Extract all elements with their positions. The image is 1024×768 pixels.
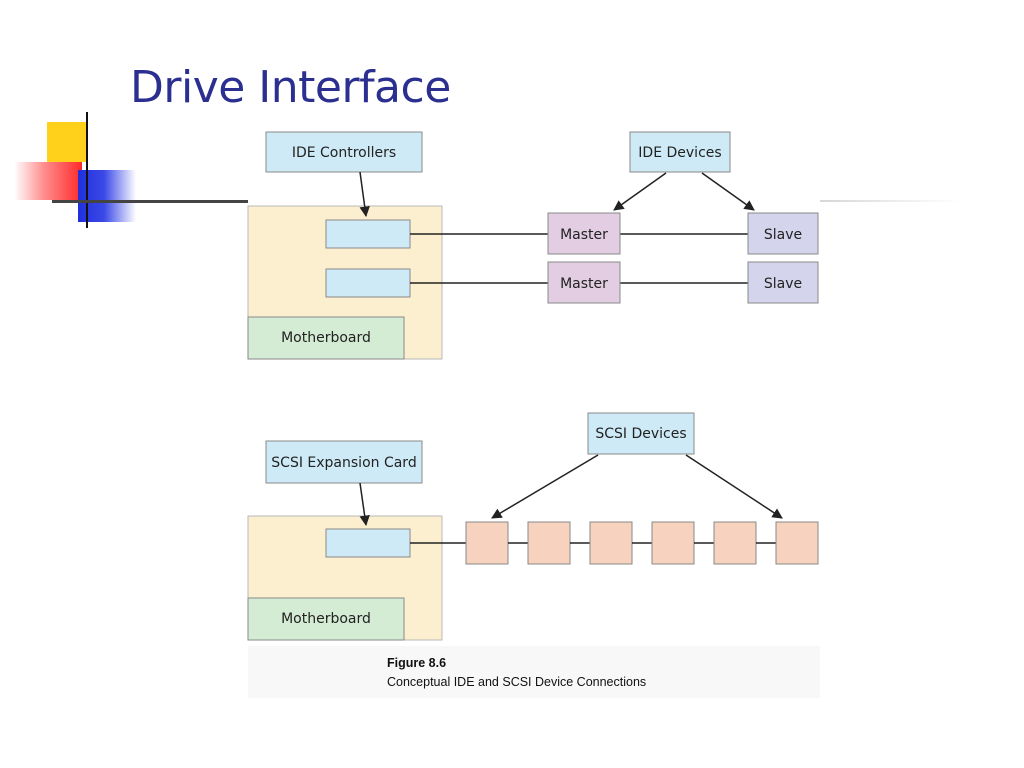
scsi-device-box: [775, 521, 819, 565]
ide-devices-arrow-slave: [701, 172, 755, 211]
ide-master-label-1: Master: [560, 227, 608, 243]
scsi-slot: [325, 528, 411, 558]
scsi-device-box: [713, 521, 757, 565]
ide-devices-box: [629, 131, 731, 173]
scsi-device-box: [465, 521, 509, 565]
ide-motherboard-label: Motherboard: [281, 330, 371, 346]
ide-devices-label: IDE Devices: [638, 145, 721, 161]
scsi-motherboard-label: Motherboard: [281, 611, 371, 627]
scsi-device-box: [651, 521, 695, 565]
scsi-card-label: SCSI Expansion Card: [271, 455, 416, 471]
scsi-device-chain: [465, 521, 819, 565]
scsi-card-box: [265, 440, 423, 484]
ide-controllers-box: [265, 131, 423, 173]
deco-yellow-square: [47, 122, 87, 162]
slide-title: Drive Interface: [130, 62, 451, 113]
ide-master-box-2: [547, 261, 621, 304]
figure-caption: Conceptual IDE and SCSI Device Connectio…: [387, 675, 646, 689]
ide-controllers-label: IDE Controllers: [292, 145, 396, 161]
scsi-card-arrow: [359, 482, 370, 527]
ide-master-label-2: Master: [560, 276, 608, 292]
ide-slave-label-1: Slave: [764, 227, 802, 243]
scsi-device-box: [589, 521, 633, 565]
ide-slave-box-2: [747, 261, 819, 304]
scsi-devices-label: SCSI Devices: [595, 426, 686, 442]
scsi-devices-arrow-first: [491, 454, 599, 519]
figure-number: Figure 8.6: [387, 656, 446, 670]
deco-horizontal-line: [52, 200, 248, 203]
scsi-devices-arrow-last: [685, 454, 783, 519]
ide-slave-label-2: Slave: [764, 276, 802, 292]
ide-slot-primary: [325, 219, 411, 249]
ide-devices-arrow-master: [613, 172, 667, 211]
deco-rule-right: [820, 200, 960, 202]
ide-master-box-1: [547, 212, 621, 255]
ide-slot-secondary: [325, 268, 411, 298]
figure-caption-box: [248, 646, 820, 698]
ide-motherboard-label-box: [247, 316, 405, 360]
scsi-motherboard-label-box: [247, 597, 405, 641]
deco-red-bar: [14, 162, 82, 200]
ide-slave-box-1: [747, 212, 819, 255]
ide-controllers-arrow: [359, 171, 370, 218]
scsi-devices-box: [587, 412, 695, 455]
scsi-device-box: [527, 521, 571, 565]
deco-vertical-line: [86, 112, 88, 228]
